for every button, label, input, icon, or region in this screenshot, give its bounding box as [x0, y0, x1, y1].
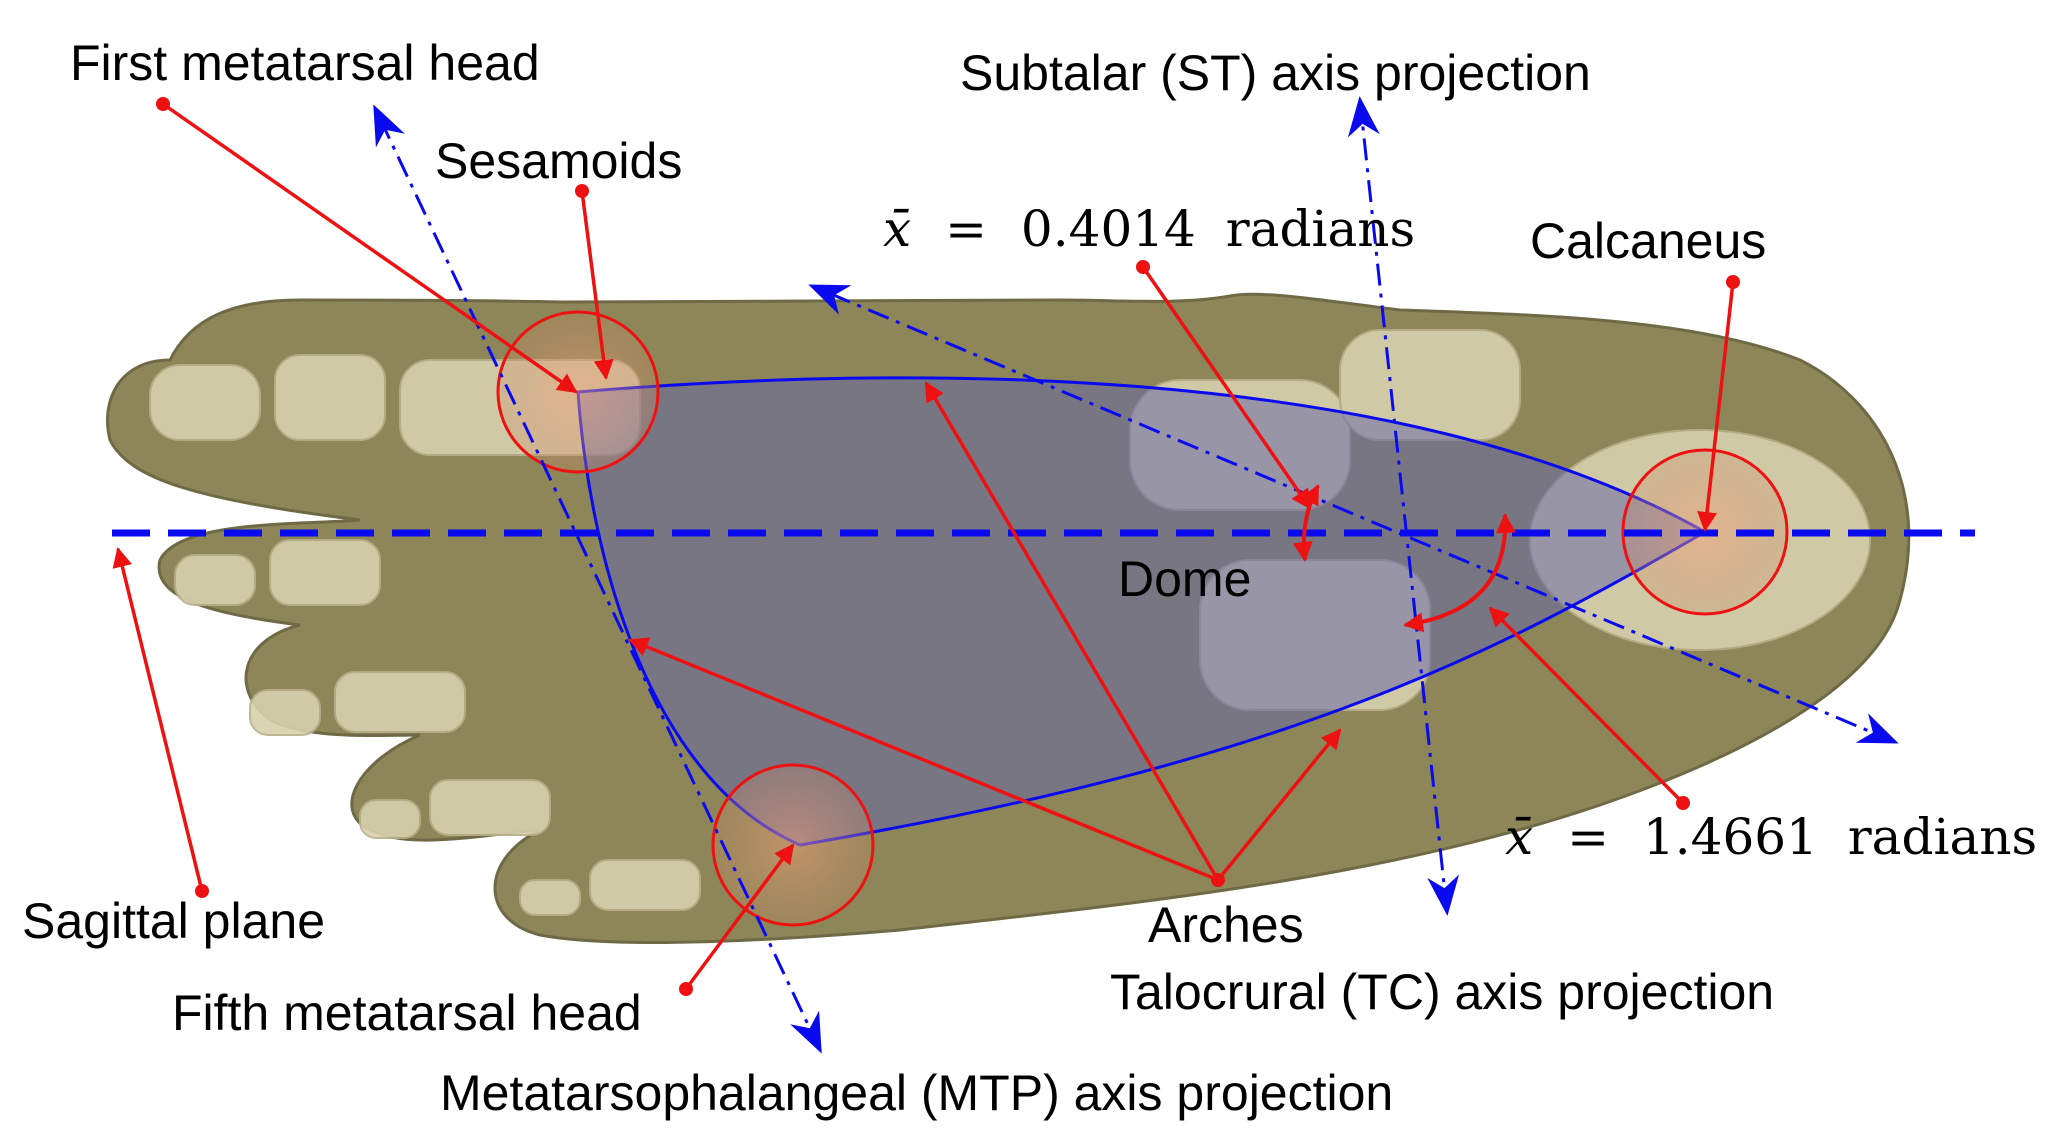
small-angle-unit: radians	[1226, 200, 1415, 258]
talocrural-axis-line	[808, 284, 1899, 744]
mtp-axis-label: Metatarsophalangeal (MTP) axis projectio…	[440, 1065, 1393, 1121]
small-angle-label: x̄ = 0.4014 radians	[883, 200, 1415, 258]
small-angle-symbol: x̄	[883, 200, 911, 258]
fifth-metatarsal-leader	[684, 843, 795, 991]
first-metatarsal-leader	[161, 102, 578, 394]
mtp-axis-line	[373, 104, 822, 1054]
sesamoids-label: Sesamoids	[435, 133, 682, 189]
large-angle-equals: =	[1567, 808, 1609, 866]
small-angle-arc	[1292, 484, 1320, 562]
calcaneus-leader	[1697, 281, 1735, 532]
small-angle-leader	[1141, 266, 1312, 510]
arches-leader-left	[628, 637, 1219, 882]
first-metatarsal-head-circle	[496, 310, 660, 474]
sagittal-plane-label: Sagittal plane	[22, 893, 325, 949]
large-angle-unit: radians	[1848, 808, 2037, 866]
dome-label: Dome	[1118, 551, 1251, 607]
axis-projections	[373, 96, 1899, 1054]
small-angle-equals: =	[945, 200, 987, 258]
large-angle-value: 1.4661	[1643, 808, 1818, 866]
arches-leader-top	[924, 381, 1220, 881]
fifth-metatarsal-head-label: Fifth metatarsal head	[172, 985, 642, 1041]
arches-label: Arches	[1148, 897, 1304, 953]
subtalar-axis-label: Subtalar (ST) axis projection	[960, 45, 1591, 101]
calcaneus-label: Calcaneus	[1530, 213, 1766, 269]
leader-lines	[112, 102, 1735, 991]
sesamoids-leader	[580, 190, 614, 380]
talocrural-axis-label: Talocrural (TC) axis projection	[1110, 964, 1774, 1020]
large-angle-leader	[1488, 606, 1685, 805]
sagittal-leader	[112, 547, 204, 892]
arches-leader-right	[1216, 728, 1342, 882]
large-angle-arc	[1403, 513, 1516, 633]
angle-arcs	[1292, 484, 1516, 633]
large-angle-label: x̄ = 1.4661 radians	[1505, 808, 2037, 866]
first-metatarsal-head-label: First metatarsal head	[70, 35, 540, 91]
small-angle-value: 0.4014	[1021, 200, 1196, 258]
leader-dots	[156, 97, 1740, 996]
large-angle-symbol: x̄	[1505, 808, 1533, 866]
